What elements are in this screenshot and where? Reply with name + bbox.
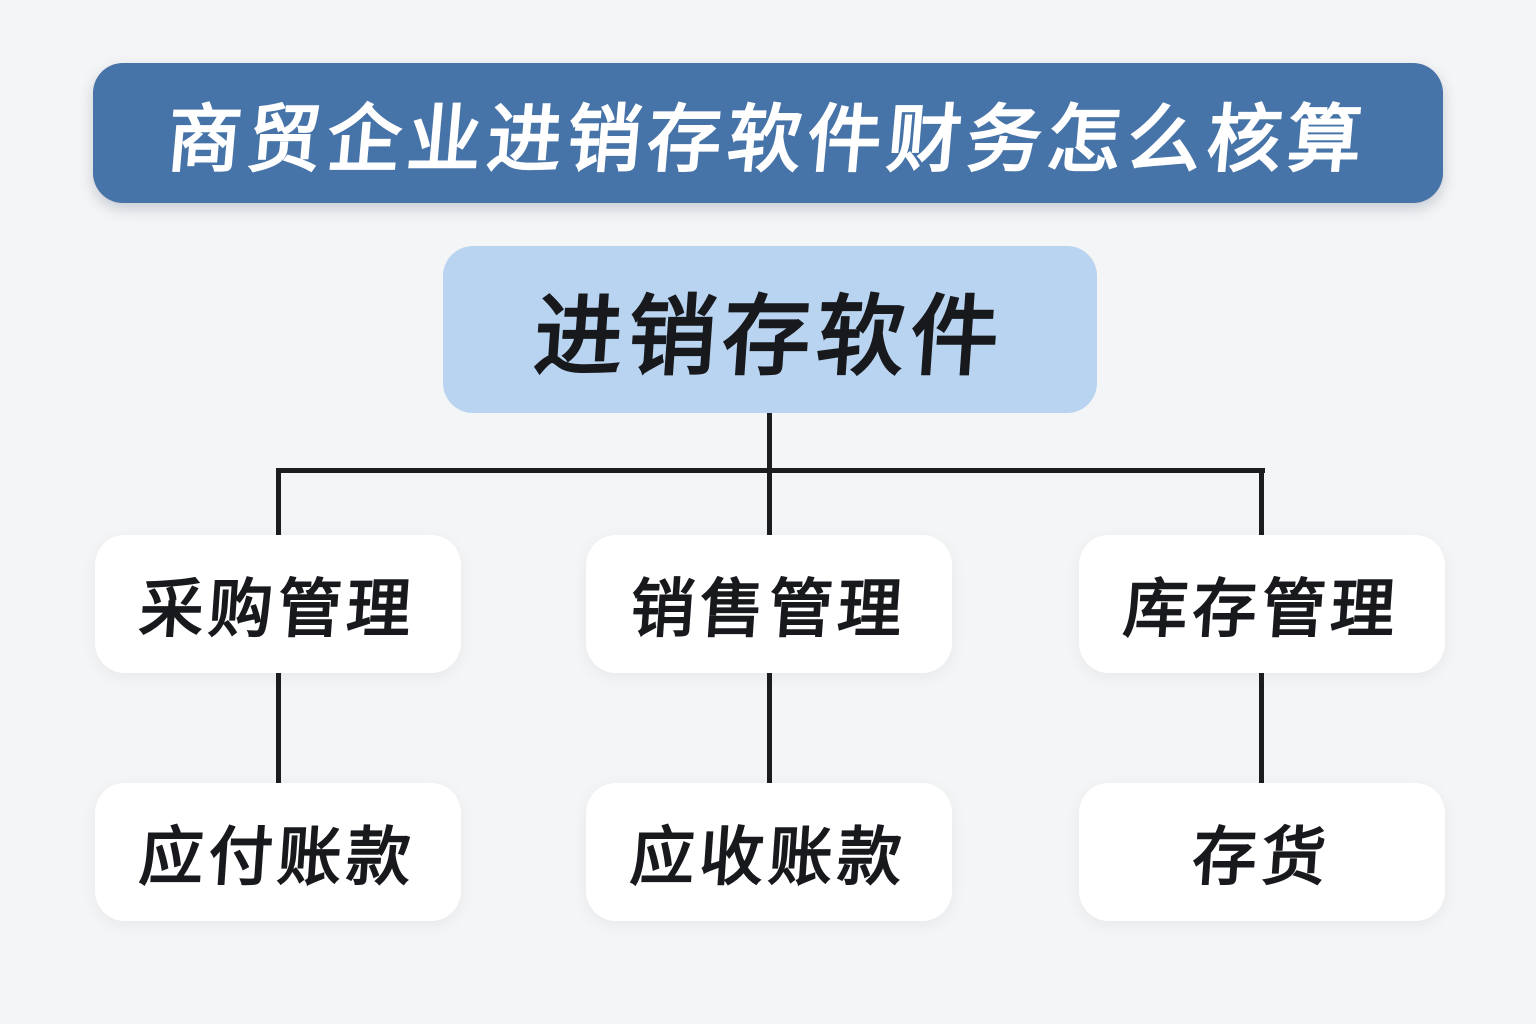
title-banner: 商贸企业进销存软件财务怎么核算: [93, 63, 1443, 203]
node-inventory-management-label: 库存管理: [1121, 573, 1403, 645]
node-accounts-receivable: 应收账款: [586, 783, 952, 921]
node-accounts-receivable-label: 应收账款: [628, 821, 910, 893]
node-accounts-payable: 应付账款: [95, 783, 461, 921]
node-sales-management: 销售管理: [586, 535, 952, 673]
connector-link-left: [276, 660, 281, 800]
connector-root-stem: [767, 408, 772, 548]
connector-drop-left: [276, 468, 281, 548]
connector-link-center: [767, 660, 772, 800]
node-inventory-stock-label: 存货: [1190, 821, 1334, 893]
node-accounts-payable-label: 应付账款: [137, 821, 419, 893]
node-inventory-management: 库存管理: [1079, 535, 1445, 673]
connector-horizontal-bar: [276, 468, 1265, 473]
connector-link-right: [1259, 660, 1264, 800]
node-sales-management-label: 销售管理: [628, 573, 910, 645]
node-purchase-management: 采购管理: [95, 535, 461, 673]
connector-drop-right: [1259, 468, 1264, 548]
root-node: 进销存软件: [443, 246, 1097, 413]
title-text: 商贸企业进销存软件财务怎么核算: [163, 97, 1372, 181]
node-purchase-management-label: 采购管理: [137, 573, 419, 645]
root-node-label: 进销存软件: [531, 287, 1008, 386]
node-inventory-stock: 存货: [1079, 783, 1445, 921]
